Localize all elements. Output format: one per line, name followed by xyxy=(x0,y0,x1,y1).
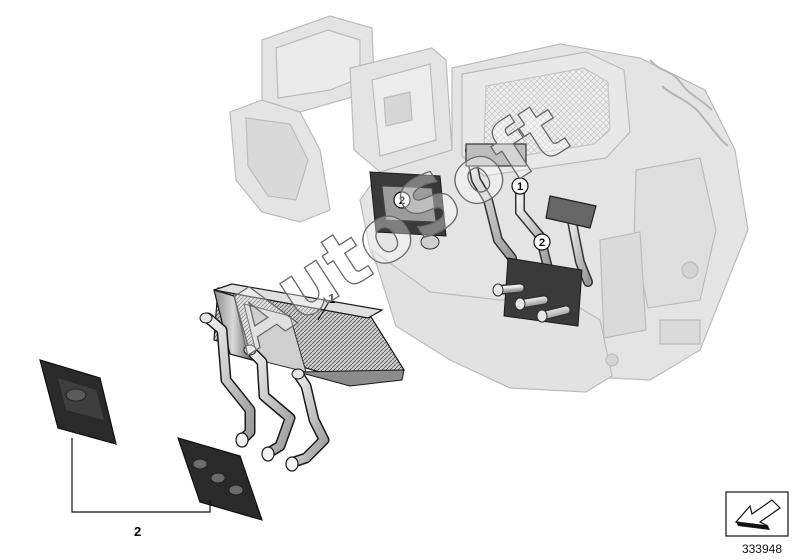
leader-lines xyxy=(71,299,331,513)
callout-circle-1: 1 xyxy=(511,177,529,195)
arrow-icon xyxy=(725,491,789,537)
gasket-right xyxy=(177,437,263,521)
svg-text:2: 2 xyxy=(134,524,141,539)
svg-text:1: 1 xyxy=(517,181,523,193)
callout-circle-2-right: 2 xyxy=(533,233,551,251)
plate-number: 333948 xyxy=(741,542,782,556)
svg-text:1: 1 xyxy=(328,291,335,306)
gasket-left xyxy=(39,359,117,445)
svg-text:2: 2 xyxy=(399,195,405,207)
heater-core xyxy=(213,283,405,387)
callout-circle-2-left: 2 xyxy=(393,191,411,209)
heater-core-pipes xyxy=(199,312,330,472)
callout-part-1-main: 1 xyxy=(328,291,335,306)
bracket-part-2 xyxy=(71,438,211,513)
callout-part-2-main: 2 xyxy=(134,524,141,539)
heater-core-tank xyxy=(213,283,384,319)
leader-part-1 xyxy=(317,299,331,321)
svg-text:2: 2 xyxy=(539,237,545,249)
installed-heater-pipes xyxy=(465,143,597,287)
installed-gasket-right xyxy=(492,257,583,327)
